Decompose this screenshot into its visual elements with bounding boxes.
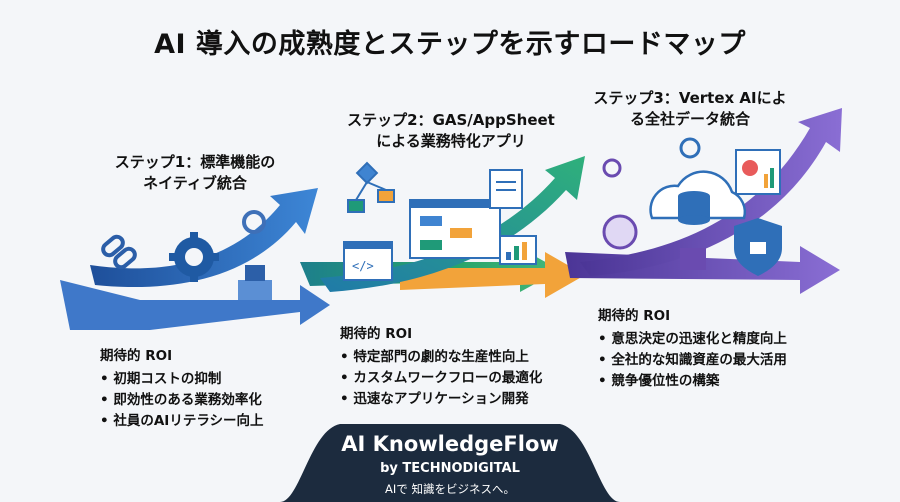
page-title: AI 導入の成熟度とステップを示すロードマップ bbox=[154, 29, 746, 60]
brain-chip-icon bbox=[602, 214, 638, 250]
step1-roi-item: 社員のAIリテラシー向上 bbox=[100, 411, 263, 432]
step2-roi: 期待的 ROI 特定部門の劇的な生産性向上 カスタムワークフローの最適化 迅速な… bbox=[340, 324, 542, 410]
step3-roi-item: 競争優位性の構築 bbox=[598, 371, 787, 392]
brand-name: AI KnowledgeFlow bbox=[341, 432, 559, 456]
gear-icon bbox=[169, 232, 219, 282]
cloud-database-icon bbox=[649, 170, 747, 225]
step3-roi-item: 全社的な知識資産の最大活用 bbox=[598, 350, 787, 371]
brand-background bbox=[280, 424, 620, 502]
chain-link-icon bbox=[101, 234, 137, 270]
step3-roi-heading: 期待的 ROI bbox=[598, 308, 671, 324]
small-gear-icon bbox=[242, 210, 266, 234]
step3-roi: 期待的 ROI 意思決定の迅速化と精度向上 全社的な知識資産の最大活用 競争優位… bbox=[598, 306, 787, 392]
report-chart-icon bbox=[735, 149, 781, 195]
step2-roi-heading: 期待的 ROI bbox=[340, 326, 413, 342]
step1-title-line2: ネイティブ統合 bbox=[143, 174, 247, 192]
server-stack-icon bbox=[238, 265, 272, 300]
app-window-icon bbox=[409, 199, 501, 259]
step3-title-line2: る全社データ統合 bbox=[629, 110, 750, 128]
step3-roi-item: 意思決定の迅速化と精度向上 bbox=[598, 329, 787, 350]
step1-title: ステップ1：標準機能の ネイティブ統合 bbox=[100, 152, 290, 194]
brand-footer: AI KnowledgeFlow by TECHNODIGITAL AIで 知識… bbox=[280, 420, 620, 502]
step1-roi-heading: 期待的 ROI bbox=[100, 348, 173, 364]
step3-title: ステップ3：Vertex AIによ る全社データ統合 bbox=[585, 88, 795, 130]
code-window-icon: </> bbox=[343, 241, 393, 281]
shield-lock-icon bbox=[734, 218, 782, 276]
step1-roi-item: 初期コストの抑制 bbox=[100, 369, 264, 390]
brand-by: by TECHNODIGITAL bbox=[380, 461, 520, 476]
step2-roi-item: 迅速なアプリケーション開発 bbox=[340, 389, 542, 410]
step2-roi-item: 特定部門の劇的な生産性向上 bbox=[340, 347, 542, 368]
chart-window-icon bbox=[499, 235, 537, 265]
step2-title-line1: ステップ2：GAS/AppSheet bbox=[347, 111, 555, 129]
svg-text:</>: </> bbox=[352, 259, 374, 273]
step2-title-line2: による業務特化アプリ bbox=[376, 132, 526, 150]
step2-roi-item: カスタムワークフローの最適化 bbox=[340, 368, 542, 389]
network-gear-icon bbox=[602, 137, 701, 178]
brand-tagline: AIで 知識をビジネスへ。 bbox=[385, 482, 515, 496]
step1-title-line1: ステップ1：標準機能の bbox=[114, 153, 276, 171]
flowchart-icon bbox=[347, 161, 395, 213]
step3-title-line1: ステップ3：Vertex AIによ bbox=[593, 89, 787, 107]
step1-roi-item: 即効性のある業務効率化 bbox=[100, 390, 264, 411]
step1-roi: 期待的 ROI 初期コストの抑制 即効性のある業務効率化 社員のAIリテラシー向… bbox=[100, 346, 264, 432]
step2-orange-band bbox=[400, 252, 585, 298]
document-icon bbox=[489, 169, 523, 209]
step3-arrow bbox=[580, 108, 842, 276]
step2-title: ステップ2：GAS/AppSheet による業務特化アプリ bbox=[336, 110, 566, 152]
step1-band-lower bbox=[60, 280, 330, 330]
cube-stack-icon bbox=[680, 248, 706, 270]
